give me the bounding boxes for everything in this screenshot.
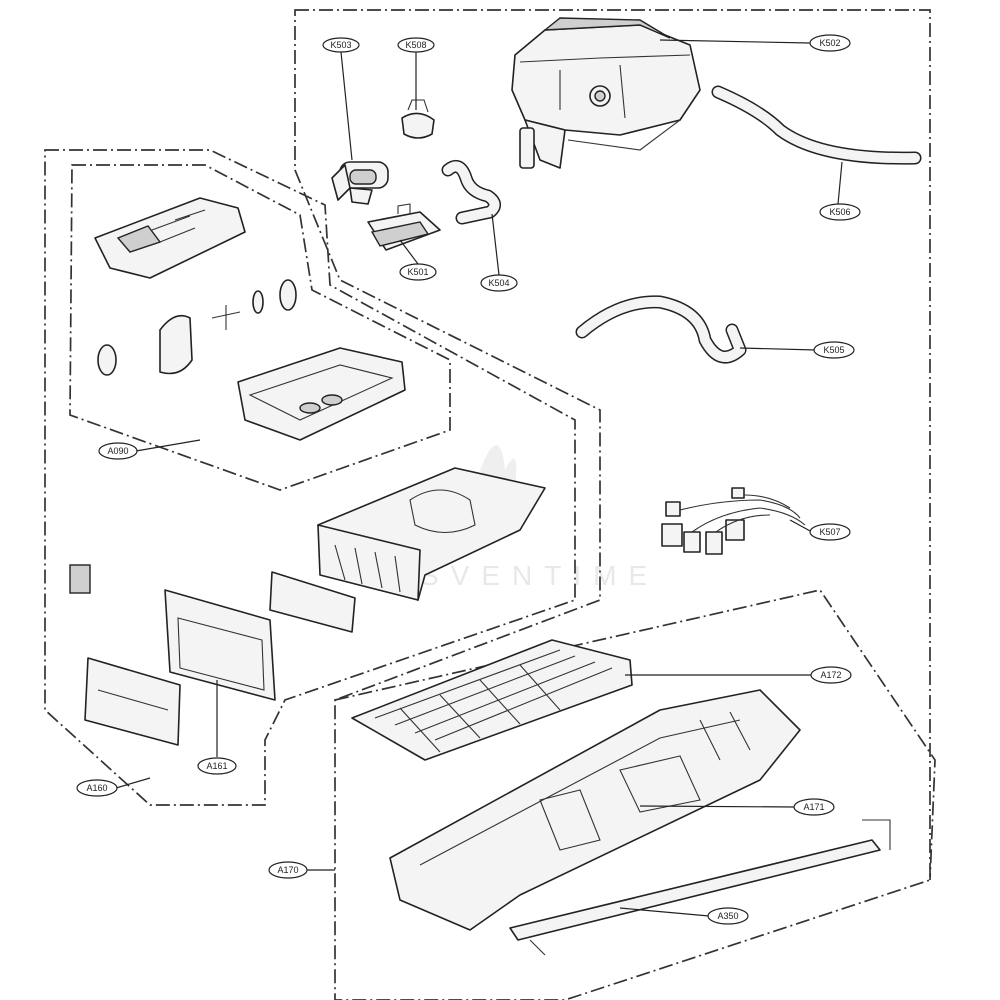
k501-bracket (367, 203, 441, 251)
callout-k507-label: K507 (819, 527, 840, 537)
callout-a172-label: A172 (820, 670, 841, 680)
dispenser-outer-boundary (44, 149, 576, 806)
callout-k502-label: K502 (819, 38, 840, 48)
callout-k508-label: K508 (405, 40, 426, 50)
callout-k504-label: K504 (488, 278, 509, 288)
callout-a171-label: A171 (803, 802, 824, 812)
callout-a170-label: A170 (277, 865, 298, 875)
callout-k506: K506 (819, 203, 861, 221)
callout-a172: A172 (810, 666, 852, 684)
callout-a160-label: A160 (86, 783, 107, 793)
front-panel-parts (69, 564, 356, 746)
callout-k507: K507 (809, 523, 851, 541)
callout-a350: A350 (707, 907, 749, 925)
callout-a170: A170 (268, 861, 308, 879)
callout-k506-label: K506 (829, 207, 850, 217)
dispenser-cap (94, 197, 246, 279)
k502-pump-assembly (511, 17, 701, 169)
callout-a350-label: A350 (717, 911, 738, 921)
k506-hose (711, 85, 922, 165)
callout-k503: K503 (322, 37, 360, 53)
callout-k501-label: K501 (407, 267, 428, 277)
callout-k508: K508 (397, 37, 435, 53)
leader-lines (115, 39, 843, 917)
callout-k502: K502 (809, 34, 851, 52)
callout-k505: K505 (813, 341, 855, 359)
drawer-housing-boundary (334, 589, 936, 881)
a350-rail (509, 819, 891, 956)
k508-clip (401, 99, 435, 139)
callout-k501: K501 (399, 263, 437, 281)
callout-k503-label: K503 (330, 40, 351, 50)
callout-a160: A160 (76, 779, 118, 797)
dispenser-housing (317, 467, 546, 601)
svg-text:SVENTIME: SVENTIME (420, 560, 659, 591)
callout-a161-label: A161 (206, 761, 227, 771)
k503-valve (331, 161, 389, 205)
callout-a161: A161 (197, 757, 237, 775)
group-boundaries (44, 9, 936, 1000)
k507-wire-harness (661, 487, 806, 555)
a171-drawer-housing (389, 689, 801, 931)
callout-a090-label: A090 (107, 446, 128, 456)
siphon-parts (97, 279, 297, 376)
callout-a090: A090 (98, 442, 138, 460)
a090-dispenser-tray (237, 347, 406, 441)
callout-a171: A171 (793, 798, 835, 816)
callout-k505-label: K505 (823, 345, 844, 355)
k505-hose (575, 295, 747, 364)
k504-hose (441, 159, 501, 225)
a172-drawer-grille (351, 639, 633, 761)
dispenser-inner-boundary (69, 164, 451, 491)
callout-k504: K504 (480, 274, 518, 292)
